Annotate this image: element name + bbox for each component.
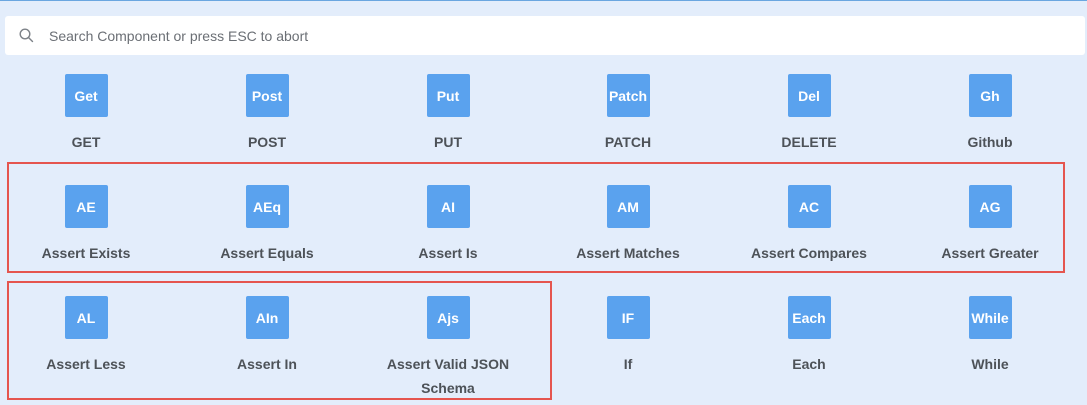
component-while[interactable]: While While bbox=[900, 296, 1080, 376]
component-assert-equals[interactable]: AEq Assert Equals bbox=[177, 185, 357, 265]
component-badge: AI bbox=[426, 185, 470, 228]
search-bar bbox=[5, 16, 1085, 55]
component-label: POST bbox=[247, 134, 287, 150]
component-label: If bbox=[623, 356, 633, 372]
component-each[interactable]: Each Each bbox=[719, 296, 899, 376]
component-assert-matches[interactable]: AM Assert Matches bbox=[538, 185, 718, 265]
component-badge: AEq bbox=[245, 185, 289, 228]
component-label: Assert Valid JSON Schema bbox=[386, 356, 510, 396]
component-assert-exists[interactable]: AE Assert Exists bbox=[0, 185, 176, 265]
component-badge: AC bbox=[787, 185, 831, 228]
component-badge: Put bbox=[426, 74, 470, 117]
component-github[interactable]: Gh Github bbox=[900, 74, 1080, 154]
component-label: While bbox=[971, 356, 1009, 372]
component-badge: AM bbox=[606, 185, 650, 228]
component-label: Each bbox=[792, 356, 826, 372]
component-assert-valid-json-schema[interactable]: Ajs Assert Valid JSON Schema bbox=[358, 296, 538, 400]
component-badge: Each bbox=[787, 296, 831, 339]
search-icon bbox=[17, 27, 35, 45]
component-label: PATCH bbox=[604, 134, 652, 150]
component-if[interactable]: IF If bbox=[538, 296, 718, 376]
component-label: Assert Equals bbox=[220, 245, 314, 261]
component-badge: Gh bbox=[968, 74, 1012, 117]
component-label: Assert In bbox=[237, 356, 297, 372]
component-badge: AL bbox=[64, 296, 108, 339]
component-badge: Patch bbox=[606, 74, 650, 117]
component-label: DELETE bbox=[781, 134, 837, 150]
component-delete[interactable]: Del DELETE bbox=[719, 74, 899, 154]
search-input[interactable] bbox=[49, 27, 949, 44]
component-assert-in[interactable]: AIn Assert In bbox=[177, 296, 357, 376]
component-label: GET bbox=[71, 134, 101, 150]
component-badge: AIn bbox=[245, 296, 289, 339]
component-label: Assert Greater bbox=[941, 245, 1039, 261]
component-label: Github bbox=[967, 134, 1013, 150]
component-badge: Ajs bbox=[426, 296, 470, 339]
component-assert-compares[interactable]: AC Assert Compares bbox=[719, 185, 899, 265]
component-assert-less[interactable]: AL Assert Less bbox=[0, 296, 176, 376]
component-label: Assert Is bbox=[418, 245, 478, 261]
component-put[interactable]: Put PUT bbox=[358, 74, 538, 154]
component-badge: Del bbox=[787, 74, 831, 117]
component-badge: IF bbox=[606, 296, 650, 339]
component-get[interactable]: Get GET bbox=[0, 74, 176, 154]
component-badge: While bbox=[968, 296, 1012, 339]
component-assert-is[interactable]: AI Assert Is bbox=[358, 185, 538, 265]
component-label: Assert Less bbox=[46, 356, 126, 372]
component-assert-greater[interactable]: AG Assert Greater bbox=[900, 185, 1080, 265]
component-label: Assert Matches bbox=[576, 245, 680, 261]
component-badge: AG bbox=[968, 185, 1012, 228]
component-badge: AE bbox=[64, 185, 108, 228]
component-label: Assert Exists bbox=[41, 245, 131, 261]
component-badge: Get bbox=[64, 74, 108, 117]
component-badge: Post bbox=[245, 74, 289, 117]
component-label: Assert Compares bbox=[751, 245, 867, 261]
component-patch[interactable]: Patch PATCH bbox=[538, 74, 718, 154]
component-label: PUT bbox=[434, 134, 462, 150]
component-post[interactable]: Post POST bbox=[177, 74, 357, 154]
